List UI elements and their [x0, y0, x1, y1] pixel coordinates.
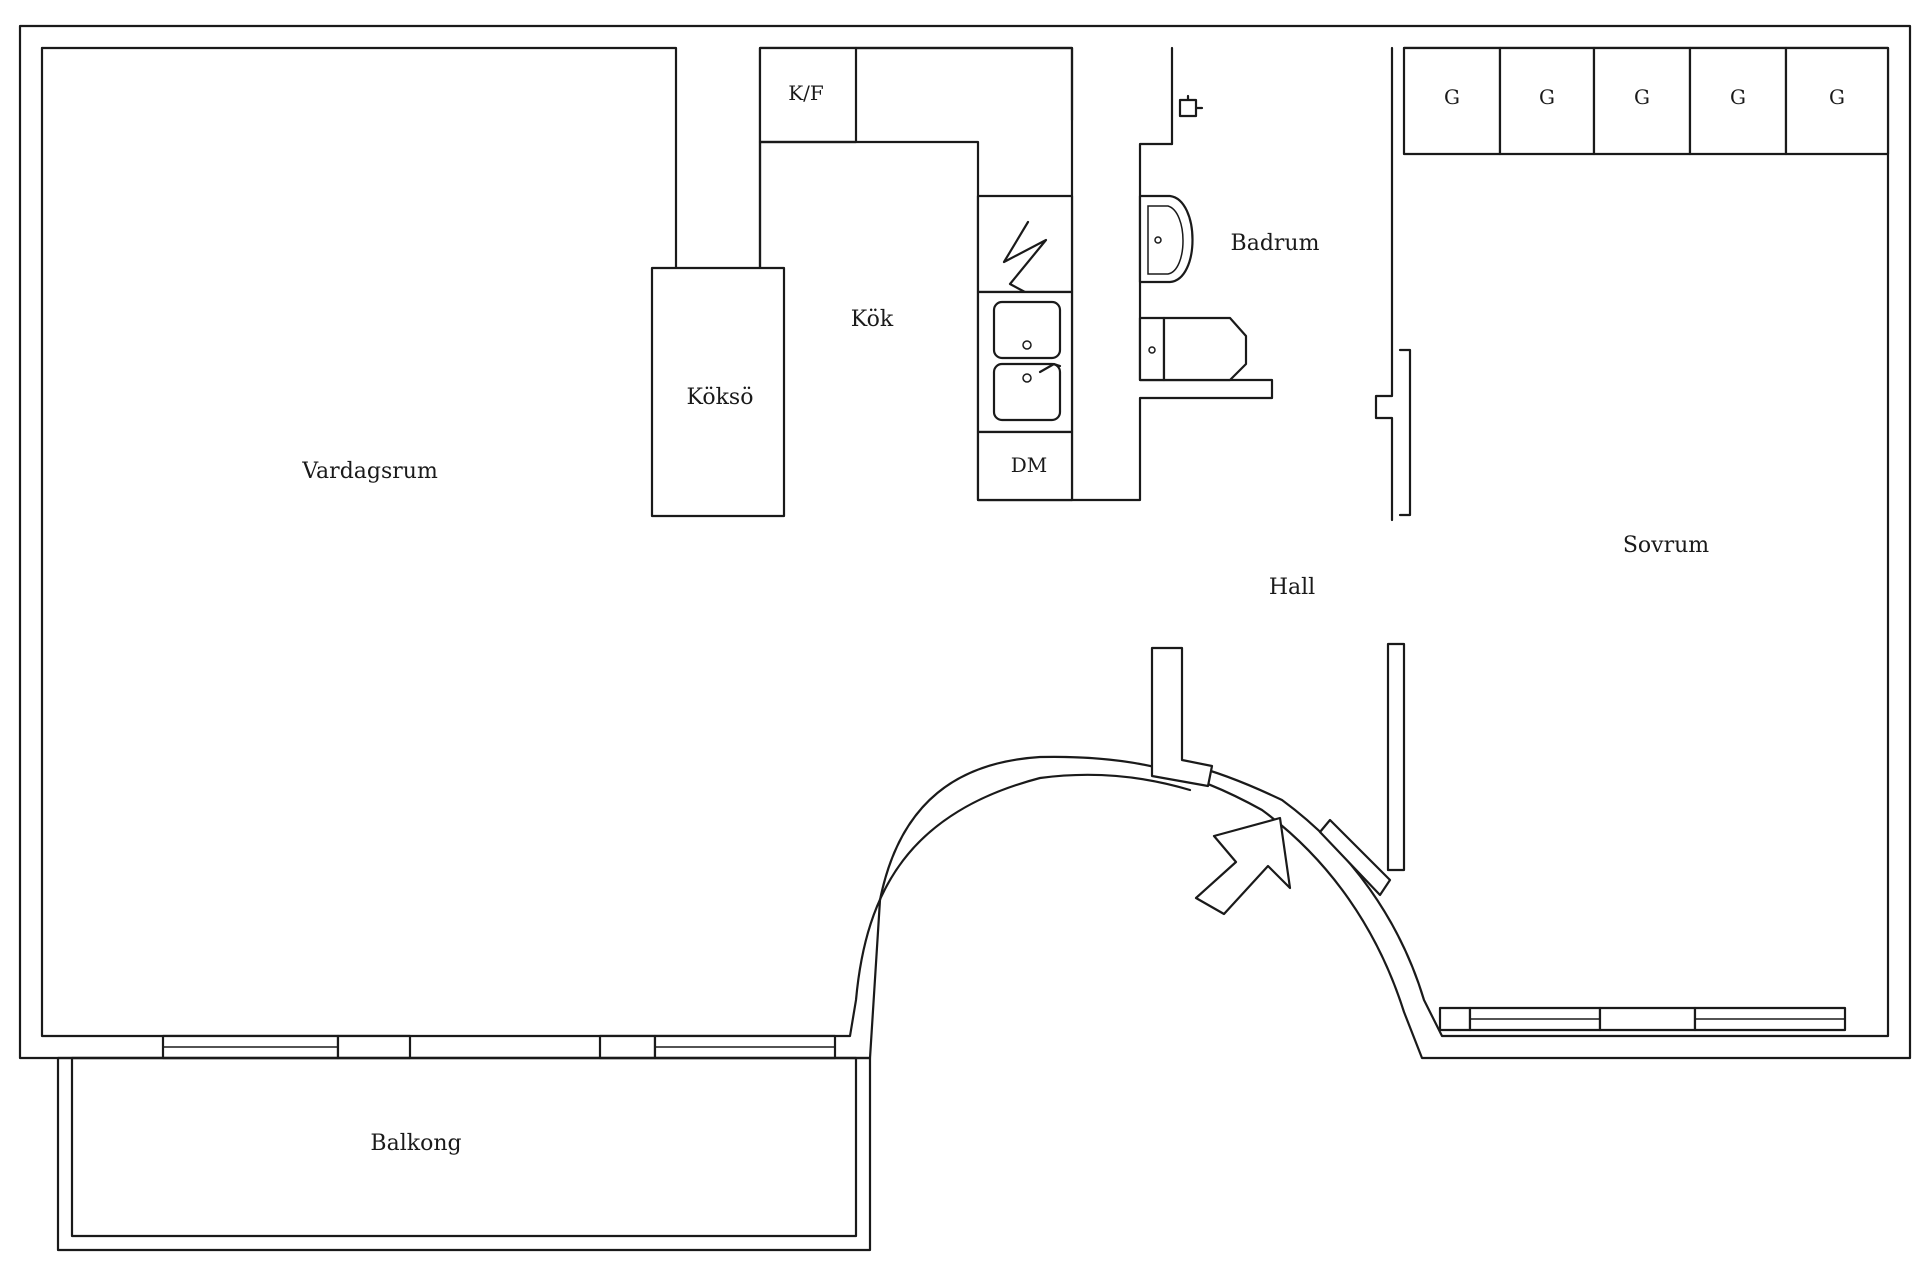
label-balkong: Balkong — [370, 1131, 461, 1156]
wardrobe-labels: G G G G G — [1444, 85, 1845, 109]
label-dm: DM — [1011, 453, 1048, 477]
label-kf: K/F — [788, 81, 824, 105]
door-jamb — [1318, 818, 1392, 897]
sink-basin-icon — [992, 300, 1062, 360]
kitchen-island — [650, 266, 786, 518]
kitchen — [650, 46, 1074, 518]
label-wardrobe: G — [1829, 85, 1845, 109]
balcony — [56, 1056, 872, 1252]
stove — [976, 194, 1074, 294]
toilet-tank — [1138, 316, 1166, 382]
faucet-icon — [1038, 362, 1062, 374]
label-hall: Hall — [1269, 575, 1315, 600]
room-labels: Vardagsrum Köksö Kök K/F DM Badrum Hall … — [301, 81, 1709, 1156]
label-wardrobe: G — [1730, 85, 1746, 109]
stove-symbol-icon — [1002, 220, 1048, 302]
label-wardrobe: G — [1634, 85, 1650, 109]
water-valve-icon — [1178, 94, 1204, 118]
sink-basin-icon — [992, 362, 1062, 422]
label-wardrobe: G — [1444, 85, 1460, 109]
dishwasher — [976, 430, 1074, 502]
label-koksö: Köksö — [687, 385, 754, 410]
bedroom-windows — [1438, 1006, 1847, 1032]
label-vardagsrum: Vardagsrum — [301, 459, 438, 484]
label-kok: Kök — [851, 307, 894, 332]
label-sovrum: Sovrum — [1623, 533, 1709, 558]
entrance-arrow-icon — [1194, 816, 1292, 916]
label-wardrobe: G — [1539, 85, 1555, 109]
bedroom — [1386, 46, 1890, 872]
toilet-bowl — [1162, 316, 1248, 382]
label-badrum: Badrum — [1231, 231, 1320, 256]
hall-wall — [1150, 646, 1392, 897]
bathroom — [1070, 46, 1412, 522]
living-room-windows — [161, 1034, 837, 1060]
fridge-freezer — [758, 46, 858, 144]
